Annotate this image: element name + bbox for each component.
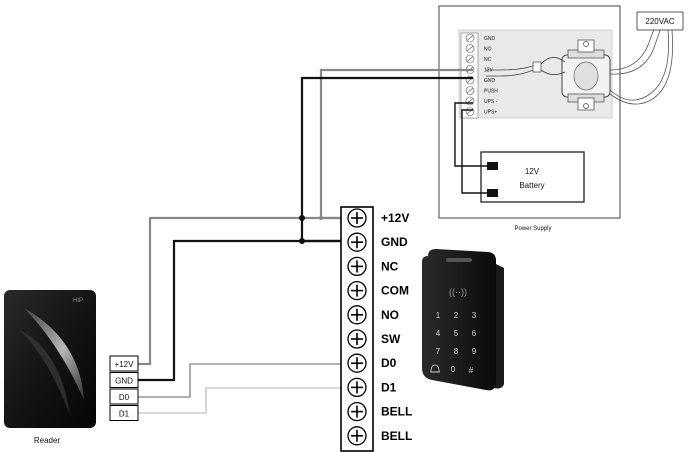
battery-wire-negative <box>461 109 487 194</box>
controller-terminal-8: D1 <box>347 377 397 398</box>
controller-terminal-2: GND <box>347 232 408 252</box>
controller-terminal-5: NO <box>347 305 399 325</box>
ps-terminal-label: NC <box>484 57 492 63</box>
bell-icon <box>430 364 440 373</box>
keypad-key: 1 <box>436 311 441 320</box>
reader-caption: Reader <box>34 436 61 445</box>
controller-terminal-7: D0 <box>347 353 397 373</box>
controller-terminal-label: BELL <box>381 405 412 419</box>
controller-terminal-9: BELL <box>347 401 412 422</box>
keypad-key: 4 <box>436 329 441 338</box>
mains-label-box: 220VAC <box>636 11 684 31</box>
ps-terminal-label: PUSH <box>484 89 498 95</box>
battery-label: Battery <box>519 181 544 190</box>
keypad-key: 7 <box>436 347 441 356</box>
junction-gnd <box>299 238 305 244</box>
reader-terminal-label: D1 <box>119 410 130 419</box>
controller-terminal-3: NC <box>347 256 399 277</box>
reader-terminal-2: GND <box>109 372 139 388</box>
junction-gnd-2 <box>319 216 323 220</box>
controller-terminal-label: SW <box>381 332 401 346</box>
ps-terminal-label: GND <box>484 78 496 84</box>
keypad-key: 0 <box>451 365 456 374</box>
ps-terminal-label: GND <box>484 36 496 42</box>
ps-terminal-label: UPS - <box>484 99 498 105</box>
controller-terminal-4: COM <box>347 280 409 301</box>
keypad-key: 2 <box>454 311 459 320</box>
controller-terminal-10: BELL <box>347 426 412 446</box>
keypad-top-led <box>446 258 472 262</box>
rfid-symbol: ((··)) <box>449 287 467 297</box>
keypad-key: 9 <box>472 347 477 356</box>
ps-terminal-1: GND <box>465 33 496 43</box>
ps-terminal-label: NO <box>484 47 492 53</box>
controller-terminal-label: D0 <box>381 356 397 370</box>
battery-terminal-negative <box>487 189 498 197</box>
controller-terminal-label: BELL <box>381 429 412 443</box>
junction-12v <box>299 215 305 221</box>
keypad-body <box>422 249 496 391</box>
controller-terminal-6: SW <box>347 329 401 349</box>
wire-d0 <box>138 363 348 398</box>
keypad-key: 3 <box>472 311 477 320</box>
keypad: ((··)) 1 2 3 4 5 6 7 8 9 0 # <box>422 249 504 391</box>
controller-terminal-label: NO <box>381 308 399 322</box>
ps-terminal-3: NC <box>465 54 492 64</box>
controller-terminal-label: +12V <box>381 211 409 225</box>
keypad-key: 5 <box>454 329 459 338</box>
controller-terminal-label: D1 <box>381 380 397 394</box>
controller-terminal-label: GND <box>381 235 408 249</box>
ps-terminal-6: PUSH <box>465 86 498 95</box>
reader-terminal-4: D1 <box>109 405 139 421</box>
battery: 12V Battery <box>480 151 585 203</box>
wire-12v-reader <box>138 216 348 366</box>
power-supply-caption: Power Supply <box>514 226 551 232</box>
ps-terminal-label: 12V <box>484 68 494 74</box>
controller-terminal-1: +12V <box>347 208 409 228</box>
wire-gnd-reader <box>138 239 348 382</box>
controller-terminal-label: NC <box>381 259 399 273</box>
reader-terminal-label: D0 <box>119 393 130 402</box>
reader-terminal-1: +12V <box>109 355 139 372</box>
keypad-key: 6 <box>472 329 477 338</box>
transformer <box>561 39 611 111</box>
wires <box>138 68 473 414</box>
keypad-keys: 1 2 3 4 5 6 7 8 9 0 # <box>430 311 477 375</box>
battery-wire-positive <box>454 102 487 167</box>
battery-terminal-positive <box>487 162 498 170</box>
controller-terminal-label: COM <box>381 284 409 298</box>
reader-terminal-label: GND <box>115 377 133 386</box>
power-supply: Power Supply GND NO NC 12V GND PUSH UPS - UPS+ <box>438 5 684 232</box>
keypad-key: # <box>469 366 474 375</box>
ps-terminal-label: UPS+ <box>484 110 497 116</box>
ps-terminal-2: NO <box>465 44 492 53</box>
battery-voltage: 12V <box>525 167 540 176</box>
reader-brand: HIP <box>73 298 83 304</box>
mains-label: 220VAC <box>645 17 674 26</box>
reader-terminal-3: D0 <box>109 388 139 405</box>
transformer-connector <box>486 57 566 77</box>
reader-terminal-label: +12V <box>115 360 135 369</box>
keypad-key: 8 <box>454 347 459 356</box>
wire-d1 <box>138 387 348 414</box>
